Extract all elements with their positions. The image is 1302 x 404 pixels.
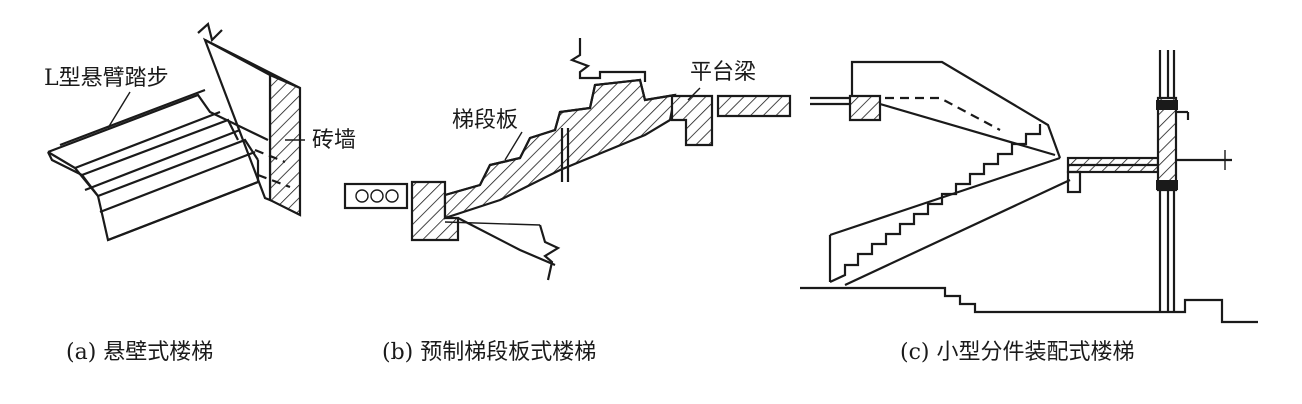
precast-slab-stair-drawing [343, 38, 792, 281]
caption-a: (a) 悬壁式楼梯 [66, 340, 214, 365]
brick-wall-label: 砖墙 [312, 128, 357, 153]
cantilever-stair-drawing [47, 21, 305, 242]
cantilever-step-label: L型悬臂踏步 [44, 66, 169, 91]
assembled-stair-drawing [800, 50, 1258, 324]
caption-b: (b) 预制梯段板式楼梯 [382, 340, 597, 365]
landing-beam-label: 平台梁 [690, 60, 757, 85]
stair-slab-label: 梯段板 [452, 108, 519, 133]
caption-c: (c) 小型分件装配式楼梯 [900, 340, 1135, 365]
